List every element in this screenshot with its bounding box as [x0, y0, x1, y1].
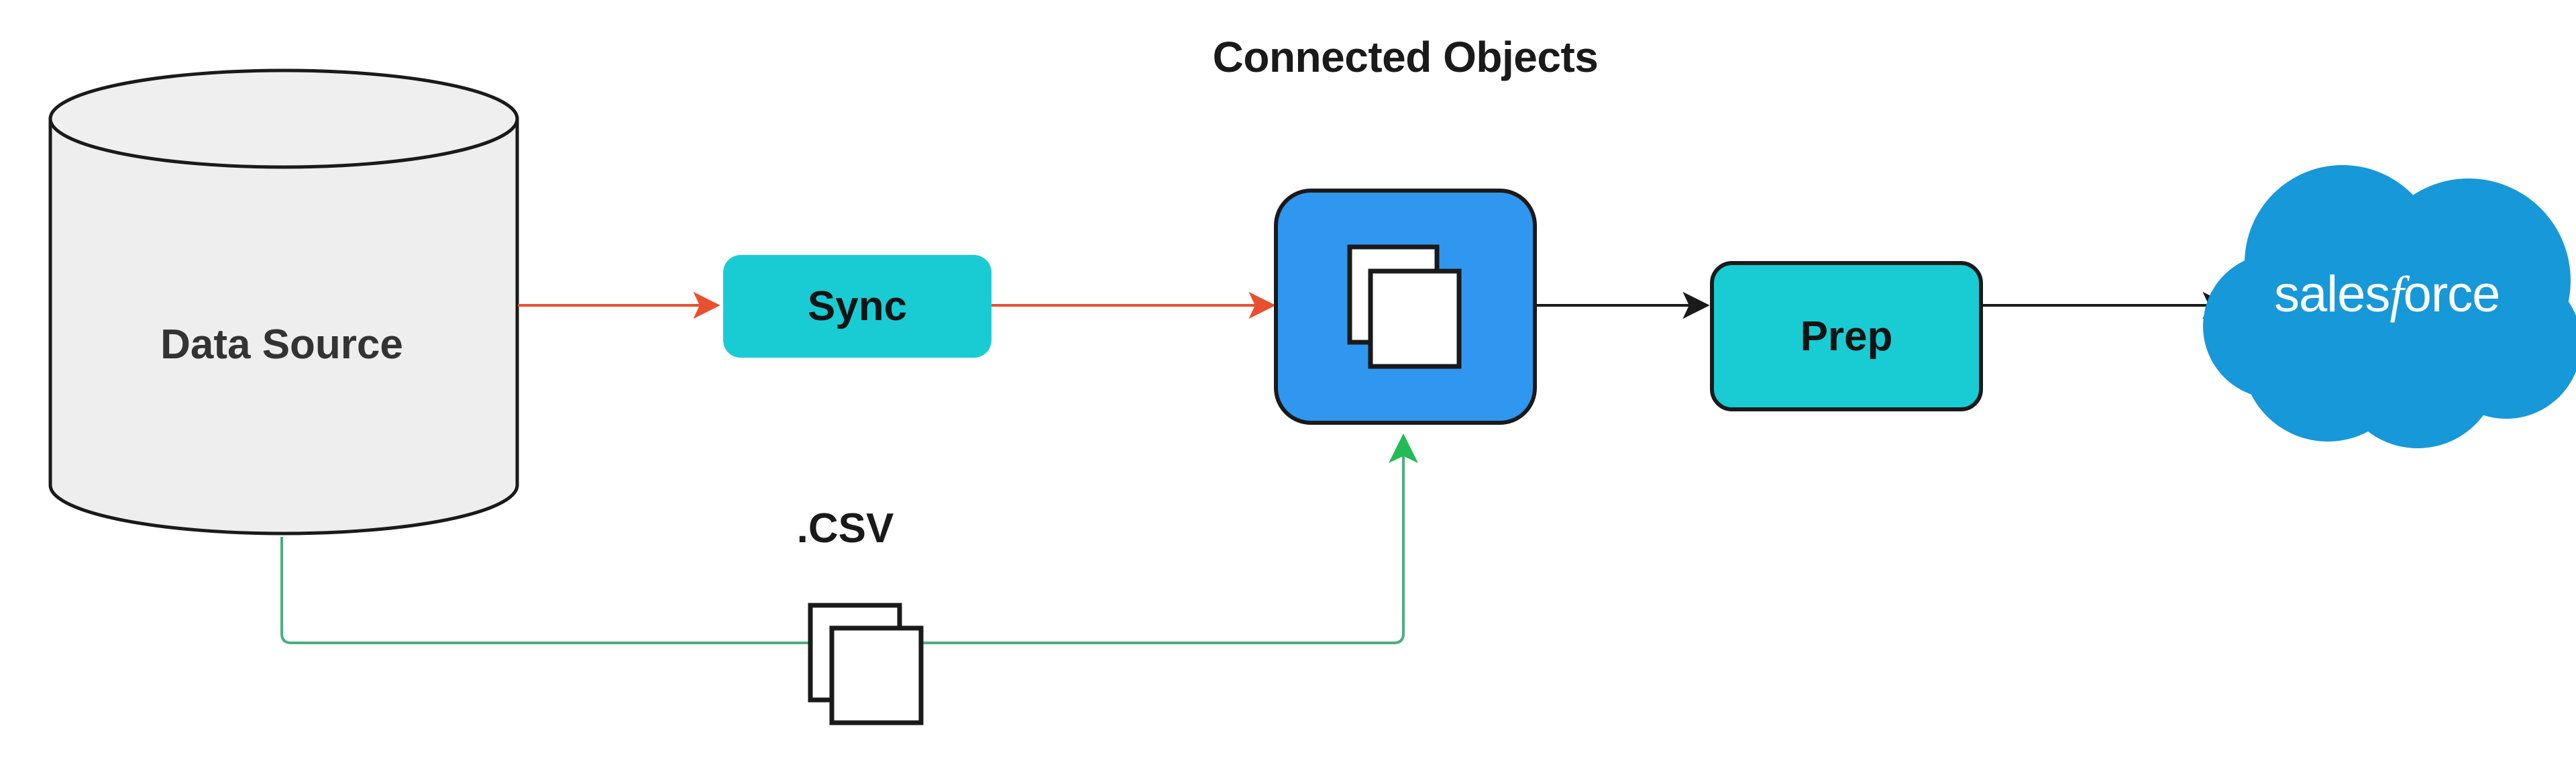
salesforce-wordmark-prefix: sales — [2274, 266, 2390, 323]
salesforce-wordmark-f: f — [2390, 266, 2404, 323]
edge-label-csv: .CSV — [796, 505, 894, 552]
documents-icon — [1347, 244, 1462, 369]
node-label-data-source: Data Source — [160, 321, 403, 368]
node-label-sync: Sync — [807, 283, 908, 329]
page-title: Connected Objects — [1212, 33, 1599, 81]
salesforce-wordmark: salesforce — [2274, 265, 2542, 324]
node-data-source[interactable] — [48, 68, 519, 536]
node-sync[interactable] — [723, 255, 991, 358]
csv-documents-icon — [808, 603, 924, 725]
salesforce-wordmark-suffix: orce — [2403, 266, 2501, 323]
salesforce-cloud-icon — [2203, 165, 2576, 448]
node-label-prep: Prep — [1800, 313, 1893, 360]
node-salesforce[interactable] — [2203, 165, 2576, 448]
node-connected-objects[interactable] — [1274, 189, 1537, 425]
node-prep[interactable] — [1710, 261, 1983, 411]
